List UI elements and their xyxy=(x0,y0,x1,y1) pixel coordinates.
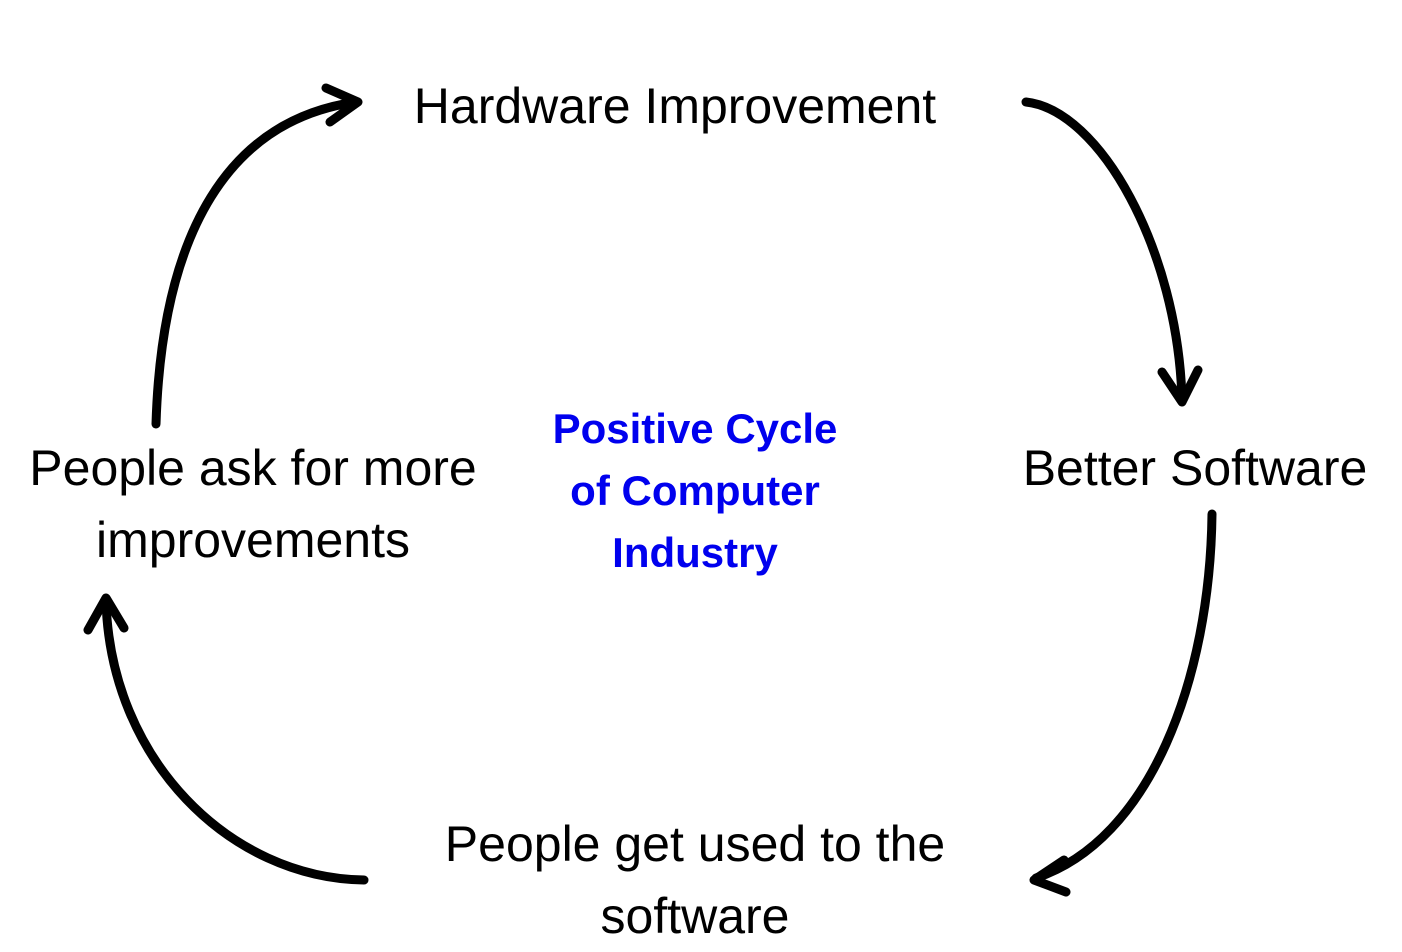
title-line-3: Industry xyxy=(612,529,778,576)
arrow-ask-to-hardware xyxy=(151,83,363,429)
arrow-getused-to-ask xyxy=(83,593,369,885)
node-people-ask: People ask for more improvements xyxy=(0,432,506,576)
arrow-hardware-to-software xyxy=(1021,97,1203,407)
node-better-software: Better Software xyxy=(990,432,1400,504)
node-hardware-improvement: Hardware Improvement xyxy=(340,70,1010,142)
title-line-1: Positive Cycle xyxy=(552,405,838,452)
node-label-line-2: software xyxy=(600,888,790,944)
node-label-line-2: improvements xyxy=(96,512,410,568)
arrow-software-to-getused xyxy=(1029,509,1217,897)
node-label-line-1: People get used to the xyxy=(444,816,946,872)
diagram-title: Positive Cycle of Computer Industry xyxy=(520,398,870,584)
node-label-line-1: People ask for more xyxy=(29,440,477,496)
title-line-2: of Computer xyxy=(570,467,820,514)
node-label: Better Software xyxy=(1022,440,1368,496)
node-label: Hardware Improvement xyxy=(413,78,937,134)
node-people-get-used: People get used to the software xyxy=(390,808,1000,952)
